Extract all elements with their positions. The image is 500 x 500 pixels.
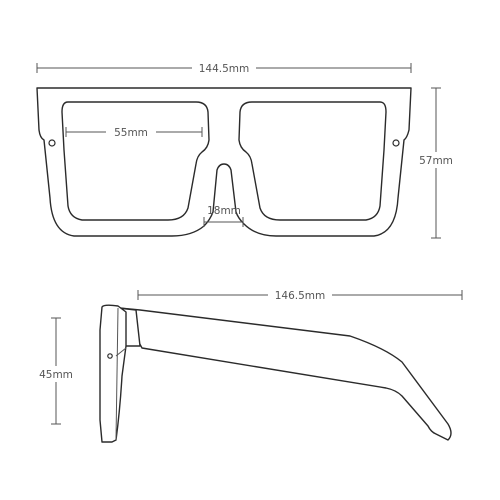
front-view: 144.5mm 55mm 18mm 57mm bbox=[36, 60, 464, 239]
right-hinge-rivet bbox=[392, 139, 400, 147]
temple-length-dimension: 146.5mm bbox=[137, 287, 463, 303]
lens-width-label: 55mm bbox=[114, 127, 148, 139]
temple-arm bbox=[119, 307, 452, 441]
frame-height-dimension: 57mm bbox=[416, 87, 464, 239]
left-lens bbox=[61, 101, 210, 221]
hinge-detail-line bbox=[115, 347, 127, 357]
side-hinge-rivet bbox=[107, 353, 113, 359]
bridge-label: 18mm bbox=[207, 205, 241, 217]
total-width-label: 144.5mm bbox=[199, 63, 250, 75]
total-width-dimension: 144.5mm bbox=[36, 60, 412, 76]
temple-length-label: 146.5mm bbox=[275, 290, 326, 302]
left-hinge-rivet bbox=[48, 139, 56, 147]
lens-height-label: 45mm bbox=[39, 369, 73, 381]
frame-front-edge bbox=[99, 304, 127, 443]
bridge-dimension: 18mm bbox=[203, 205, 244, 227]
frame-edge-inner-line bbox=[115, 307, 119, 441]
right-lens bbox=[238, 101, 387, 221]
frame-height-label: 57mm bbox=[419, 155, 453, 167]
lens-width-dimension: 55mm bbox=[65, 124, 203, 140]
lens-height-dimension: 45mm bbox=[36, 317, 78, 425]
side-view: 146.5mm 45mm bbox=[36, 287, 463, 443]
